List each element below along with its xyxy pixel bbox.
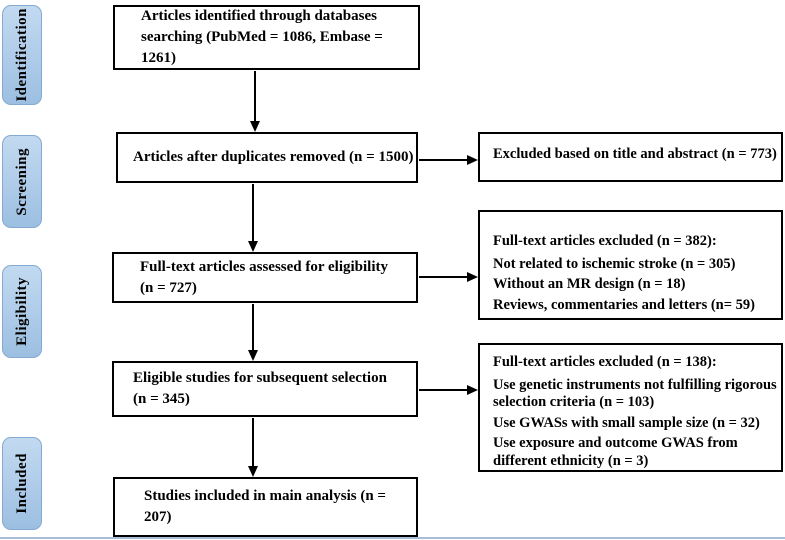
flow-box-duplicates-removed: Articles after duplicates removed (n = 1… xyxy=(116,132,418,183)
flow-box-fulltext-assessed: Full-text articles assessed for eligibil… xyxy=(112,252,418,303)
stage-label-identification: Identification xyxy=(13,8,30,102)
arrow-eligible-to-included xyxy=(248,418,258,477)
arrow-identified-to-duplicates xyxy=(250,71,260,132)
exclusion-reason: Reviews, commentaries and letters (n= 59… xyxy=(493,296,755,313)
flow-box-identified: Articles identified through databases se… xyxy=(113,5,420,70)
exclusion-box-title: Full-text articles excluded (n = 382): xyxy=(493,233,717,249)
arrow-eligible-to-excluded xyxy=(419,385,478,395)
stage-box-eligibility: Eligibility xyxy=(2,265,42,358)
flow-box-eligible-studies: Eligible studies for subsequent selectio… xyxy=(112,361,418,417)
figure-bottom-border xyxy=(0,537,785,539)
flow-box-text-line: Articles identified through databases xyxy=(141,8,377,24)
flow-box-text-line: searching (PubMed = 1086, Embase = 1261) xyxy=(141,29,383,66)
stage-box-screening: Screening xyxy=(2,135,42,228)
exclusion-reason: Use genetic instruments not fulfilling r… xyxy=(493,376,777,411)
flow-box-text-line: Eligible studies for subsequent selectio… xyxy=(133,370,387,386)
arrow-duplicates-to-fulltext xyxy=(248,184,258,252)
exclusion-reason: Not related to ischemic stroke (n = 305) xyxy=(493,255,736,272)
stage-label-eligibility: Eligibility xyxy=(13,277,30,346)
exclusion-box-title: Excluded based on title and abstract (n … xyxy=(493,145,777,162)
stage-label-screening: Screening xyxy=(13,147,30,216)
flow-box-included-main-analysis: Studies included in main analysis (n = 2… xyxy=(113,477,418,537)
exclusion-box-title: Full-text articles excluded (n = 138): xyxy=(493,354,717,370)
exclusion-reason: Without an MR design (n = 18) xyxy=(493,276,686,292)
flow-box-text-line: (n = 345) xyxy=(133,391,190,407)
exclusion-box-fulltext-382: Full-text articles excluded (n = 382): N… xyxy=(478,210,783,320)
arrow-fulltext-to-eligible xyxy=(248,304,258,361)
exclusion-box-fulltext-138: Full-text articles excluded (n = 138): U… xyxy=(478,343,783,472)
arrow-fulltext-to-excluded xyxy=(419,272,478,282)
stage-box-included: Included xyxy=(2,437,42,530)
flow-box-text-line: Full-text articles assessed for eligibil… xyxy=(140,258,389,275)
stage-label-included: Included xyxy=(13,453,30,514)
flow-box-text-line: Studies included in main analysis (n = 2… xyxy=(144,488,386,525)
flow-box-text-line: (n = 727) xyxy=(140,279,197,296)
exclusion-box-title-abstract: Excluded based on title and abstract (n … xyxy=(478,132,783,182)
flow-box-text-line: Articles after duplicates removed (n = 1… xyxy=(133,149,414,165)
exclusion-reason: Use exposure and outcome GWAS from diffe… xyxy=(493,435,738,469)
arrow-duplicates-to-excluded xyxy=(419,155,478,165)
exclusion-reason: Use GWASs with small sample size (n = 32… xyxy=(493,414,760,431)
stage-box-identification: Identification xyxy=(2,5,42,105)
